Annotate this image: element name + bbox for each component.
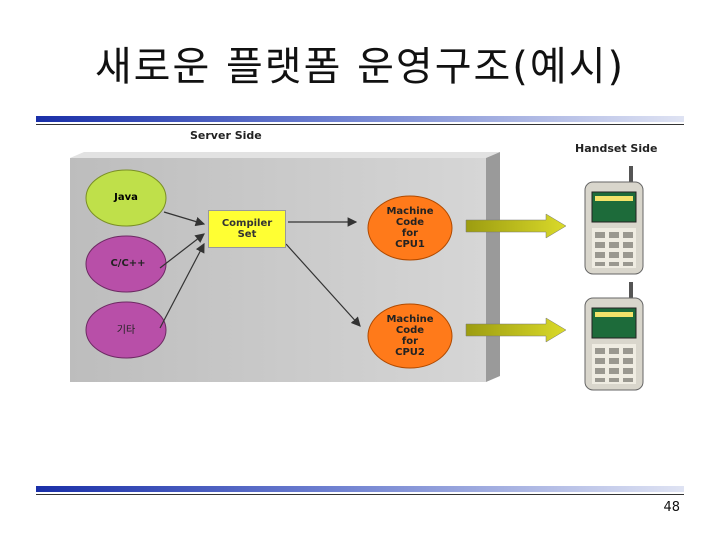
server-side-label: Server Side	[190, 129, 262, 142]
arrow-other-compiler	[159, 242, 205, 329]
cpu1-node	[367, 195, 453, 261]
arrow-to-handset-1	[465, 213, 567, 239]
bottom-divider	[36, 486, 684, 495]
server-panel-side	[486, 152, 500, 382]
cpp-label: C/C++	[110, 258, 146, 269]
handset-phone-1	[584, 166, 644, 275]
compiler-label-line2: Set	[237, 229, 257, 240]
java-label: Java	[114, 192, 138, 203]
server-panel-top	[70, 152, 500, 158]
handset-side-label: Handset Side	[575, 142, 658, 155]
cpu2-node	[367, 303, 453, 369]
arrow-to-handset-2	[465, 317, 567, 343]
compiler-label-line1: Compiler	[221, 218, 273, 229]
cpu2-label-l1: Machine	[386, 314, 434, 325]
cpu1-label-l2: Code	[395, 217, 425, 228]
compiler-set-box: Compiler Set	[208, 210, 286, 248]
cpu1-label-l3: for	[401, 228, 419, 239]
slide-title: 새로운 플랫폼 운영구조(예시)	[94, 44, 626, 90]
cpu2-label-l4: CPU2	[395, 347, 425, 358]
handset-phone-2	[584, 282, 644, 391]
other-node	[85, 301, 167, 359]
cpu2-label: Machine Code for CPU2	[375, 314, 445, 358]
arrow-java-compiler	[163, 211, 206, 227]
other-label: 기타	[116, 325, 136, 336]
cpu2-label-l2: Code	[395, 325, 425, 336]
arrow-cpp-compiler	[159, 233, 205, 269]
cpu1-label-l4: CPU1	[395, 239, 425, 250]
top-divider	[36, 116, 684, 125]
page-number: 48	[663, 500, 680, 515]
arrow-compiler-cpu2	[285, 243, 361, 327]
cpu1-label: Machine Code for CPU1	[375, 206, 445, 250]
java-node	[85, 169, 167, 227]
cpu1-label-l1: Machine	[386, 206, 434, 217]
cpu2-label-l3: for	[401, 336, 419, 347]
